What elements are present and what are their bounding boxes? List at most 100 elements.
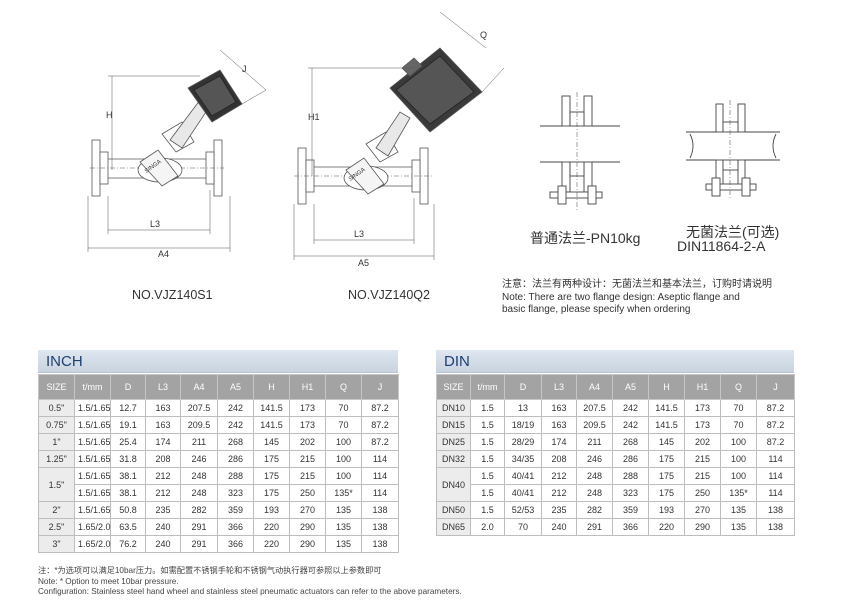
cell-l3: 212 — [145, 467, 181, 485]
cell-t: 1.5/1.65 — [74, 433, 111, 451]
cell-q: 70 — [325, 399, 362, 417]
flange-basic-label: 普通法兰-PN10kg — [530, 230, 641, 246]
cell-h1: 215 — [684, 467, 721, 485]
cell-l3: 240 — [541, 518, 577, 536]
cell-q: 135 — [720, 518, 757, 536]
cell-j: 87.2 — [361, 433, 399, 451]
cell-h: 145 — [253, 433, 290, 451]
cell-d: 63.5 — [110, 518, 146, 536]
inch-table-title: INCH — [46, 353, 83, 370]
valve-drawing-vjz140s1: H J L3 A4 SINGA — [87, 49, 267, 259]
cell-size: DN10 — [436, 399, 471, 417]
cell-l3: 163 — [145, 416, 181, 434]
cell-a5: 288 — [217, 467, 254, 485]
cell-q: 70 — [720, 399, 757, 417]
cell-a4: 282 — [180, 501, 218, 519]
column-header-h1: H1 — [684, 374, 721, 400]
dim-l3-label: L3 — [354, 229, 364, 239]
cell-h: 175 — [253, 484, 290, 502]
cell-q: 135 — [720, 501, 757, 519]
cell-l3: 212 — [541, 484, 577, 502]
cell-a5: 323 — [217, 484, 254, 502]
cell-l3: 208 — [541, 450, 577, 468]
cell-a4: 291 — [180, 535, 218, 553]
cell-t: 1.5/1.65 — [74, 484, 111, 502]
dim-h1-label: H1 — [308, 112, 320, 122]
column-header-l3: L3 — [541, 374, 577, 400]
cell-h1: 173 — [684, 399, 721, 417]
cell-l3: 208 — [145, 450, 181, 468]
cell-a4: 291 — [180, 518, 218, 536]
cell-h1: 173 — [684, 416, 721, 434]
column-header-j: J — [756, 374, 795, 400]
cell-j: 87.2 — [361, 416, 399, 434]
cell-q: 135 — [325, 518, 362, 536]
cell-d: 28/29 — [504, 433, 542, 451]
cell-a5: 366 — [217, 535, 254, 553]
cell-size: DN32 — [436, 450, 471, 468]
cell-a4: 248 — [180, 467, 218, 485]
cell-j: 114 — [756, 467, 795, 485]
cell-t: 1.5/1.65 — [74, 501, 111, 519]
cell-h1: 215 — [289, 450, 326, 468]
cell-h1: 290 — [289, 518, 326, 536]
caption-vjz140s1: NO.VJZ140S1 — [132, 288, 213, 302]
footnote-cn: 注：*为选项可以满足10bar压力。如需配置不锈钢手轮和不锈钢气动执行器可参照以… — [38, 566, 382, 575]
cell-a4: 209.5 — [576, 416, 613, 434]
column-header-j: J — [361, 374, 399, 400]
cell-h: 141.5 — [648, 399, 685, 417]
flange-aseptic-label-2: DIN11864-2-A — [677, 238, 766, 254]
cell-a5: 286 — [217, 450, 254, 468]
cell-h: 175 — [253, 467, 290, 485]
cell-a5: 366 — [217, 518, 254, 536]
cell-a4: 248 — [576, 467, 613, 485]
cell-size: 1" — [38, 433, 75, 451]
cell-t: 1.5 — [470, 399, 505, 417]
flange-note-en-1: Note: There are two flange design: Asept… — [502, 292, 740, 303]
cell-t: 1.5 — [470, 450, 505, 468]
cell-h1: 290 — [684, 518, 721, 536]
cell-l3: 174 — [145, 433, 181, 451]
flange-note-cn: 注意：法兰有两种设计：无菌法兰和基本法兰，订购时请说明 — [502, 279, 772, 290]
cell-h1: 270 — [289, 501, 326, 519]
cell-a5: 288 — [612, 467, 649, 485]
cell-h1: 270 — [684, 501, 721, 519]
cell-d: 40/41 — [504, 467, 542, 485]
cell-size: 1.5" — [38, 467, 75, 502]
cell-size: 2" — [38, 501, 75, 519]
flange-basic-drawing — [540, 92, 620, 212]
cell-l3: 174 — [541, 433, 577, 451]
flange-aseptic-drawing — [686, 100, 780, 200]
dim-a4-label: A4 — [158, 249, 169, 259]
cell-q: 135* — [325, 484, 362, 502]
cell-a4: 248 — [180, 484, 218, 502]
cell-j: 138 — [361, 518, 399, 536]
cell-h: 193 — [648, 501, 685, 519]
cell-a5: 242 — [612, 416, 649, 434]
cell-a4: 282 — [576, 501, 613, 519]
cell-size: DN40 — [436, 467, 471, 502]
cell-j: 138 — [756, 518, 795, 536]
din-table-title: DIN — [444, 353, 470, 370]
flange-note-en-2: basic flange, please specify when orderi… — [502, 304, 691, 315]
cell-a5: 286 — [612, 450, 649, 468]
cell-q: 135 — [325, 501, 362, 519]
column-header-h: H — [253, 374, 290, 400]
cell-j: 114 — [756, 484, 795, 502]
cell-h1: 250 — [289, 484, 326, 502]
cell-q: 135 — [325, 535, 362, 553]
cell-j: 87.2 — [756, 433, 795, 451]
column-header-h: H — [648, 374, 685, 400]
cell-t: 1.5/1.65 — [74, 450, 111, 468]
cell-a4: 248 — [576, 484, 613, 502]
cell-j: 138 — [361, 501, 399, 519]
